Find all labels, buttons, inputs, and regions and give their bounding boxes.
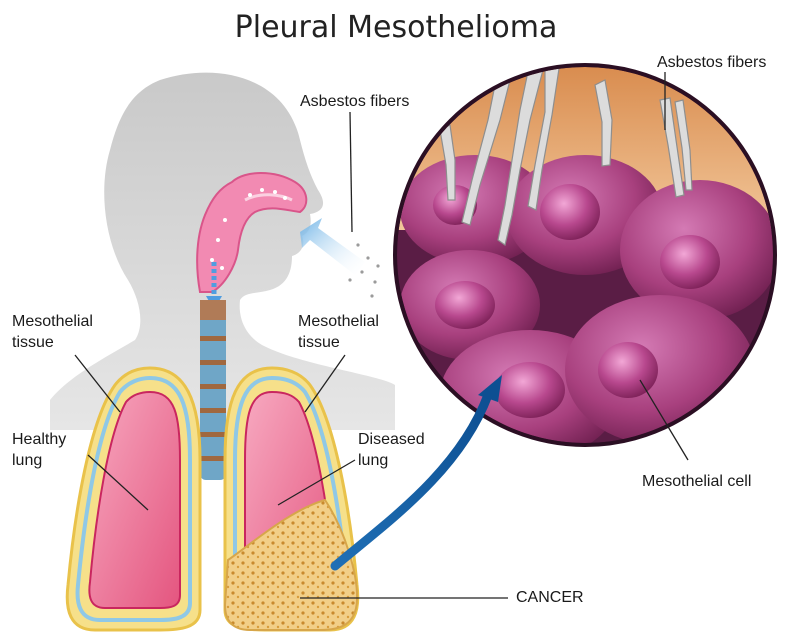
label-diseased-lung-line1: Diseased (358, 430, 425, 450)
label-mesothelial-cell: Mesothelial cell (642, 472, 751, 492)
inhaled-air (300, 218, 380, 298)
label-mesothelial-tissue-right-line1: Mesothelial (298, 312, 379, 332)
label-asbestos-fibers-inhaled: Asbestos fibers (300, 92, 409, 112)
label-healthy-lung-line2: lung (12, 451, 42, 471)
label-cancer: CANCER (516, 588, 584, 608)
label-mesothelial-tissue-left-line1: Mesothelial (12, 312, 93, 332)
label-mesothelial-tissue-right-line2: tissue (298, 333, 340, 353)
trachea (200, 300, 226, 480)
label-healthy-lung-line1: Healthy (12, 430, 66, 450)
label-diseased-lung-line2: lung (358, 451, 388, 471)
label-asbestos-fibers-magnified: Asbestos fibers (657, 53, 766, 73)
diagram-title: Pleural Mesothelioma (0, 10, 792, 45)
magnified-view (390, 60, 790, 460)
label-mesothelial-tissue-left-line2: tissue (12, 333, 54, 353)
